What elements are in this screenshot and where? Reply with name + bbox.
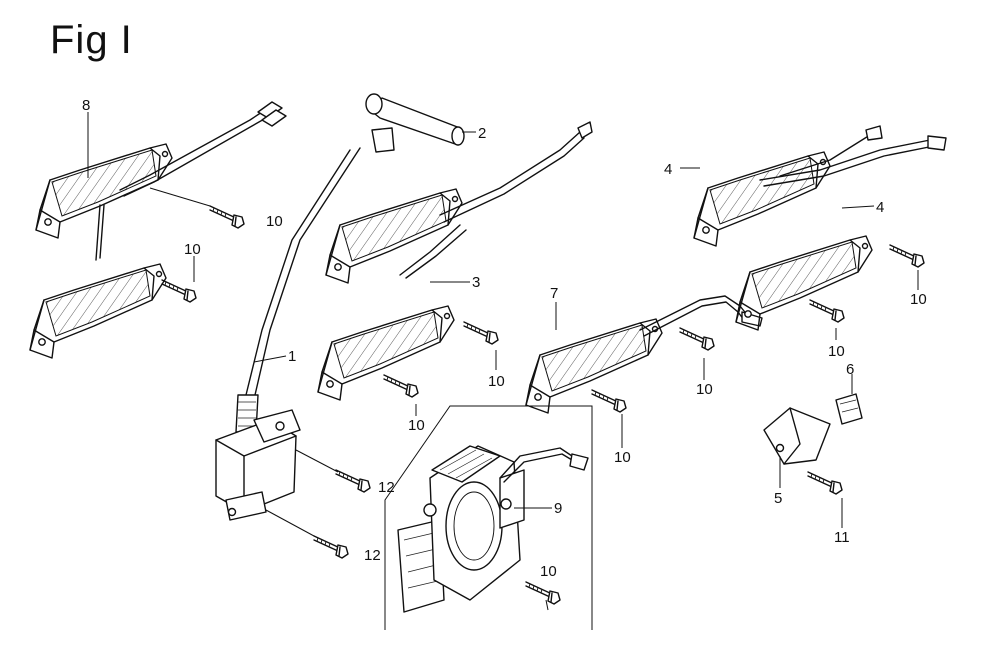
callout-labels: 8 2 10 10 3 1 7 10 10 10 10 4 4 10 10 6 …	[82, 97, 927, 580]
charge-coil-3	[317, 305, 455, 401]
bracket-5	[763, 407, 831, 465]
bolt-10-a	[149, 187, 245, 229]
wire-coil-7	[639, 295, 763, 337]
callout-5: 5	[774, 490, 782, 507]
spark-plug-cap	[365, 93, 465, 153]
ignition-coil	[215, 147, 361, 521]
bolt-10-h	[889, 244, 925, 268]
callout-6: 6	[846, 361, 854, 378]
bolt-10-b	[161, 279, 197, 303]
wire-harness-left	[95, 101, 287, 261]
callout-9: 9	[554, 500, 562, 517]
lighting-coil-lower-left	[29, 263, 167, 359]
callout-2: 2	[478, 125, 486, 142]
callout-12-a: 12	[378, 479, 395, 496]
wire-coil-3	[399, 224, 467, 279]
callout-8: 8	[82, 97, 90, 114]
callout-10-c: 10	[488, 373, 505, 390]
wire-harness-right	[759, 125, 947, 187]
coil-7	[525, 318, 663, 414]
bolt-11	[807, 471, 843, 495]
stator-assembly	[397, 445, 589, 613]
bolt-12-b	[265, 509, 349, 559]
callout-10-b: 10	[184, 241, 201, 258]
callout-1: 1	[288, 348, 296, 365]
figure-title: Fig I	[50, 18, 133, 62]
bolt-10-g	[525, 581, 561, 605]
callout-4-a: 4	[664, 161, 672, 178]
callout-10-h: 10	[910, 291, 927, 308]
bolt-10-i	[809, 299, 845, 323]
callout-10-f: 10	[614, 449, 631, 466]
callout-12-b: 12	[364, 547, 381, 564]
leader-lines	[87, 112, 919, 611]
callout-10-a: 10	[266, 213, 283, 230]
callout-4-b: 4	[876, 199, 884, 216]
callout-10-g: 10	[540, 563, 557, 580]
callout-3: 3	[472, 274, 480, 291]
callout-7: 7	[550, 285, 558, 302]
clip-6	[835, 393, 863, 425]
callout-10-d: 10	[408, 417, 425, 434]
bolt-10-e	[679, 327, 715, 351]
callout-10-e: 10	[696, 381, 713, 398]
bolt-12-a	[295, 449, 371, 493]
wire-center-top	[439, 121, 593, 223]
upper-center-coil	[325, 188, 463, 284]
bolt-10-c	[463, 321, 499, 345]
stator-frame-inset	[384, 405, 593, 630]
lighting-coil-upper-left	[35, 143, 173, 239]
bolt-10-f	[591, 389, 627, 413]
callout-11: 11	[834, 529, 850, 546]
bolt-10-d	[383, 374, 419, 398]
callout-10-i: 10	[828, 343, 845, 360]
